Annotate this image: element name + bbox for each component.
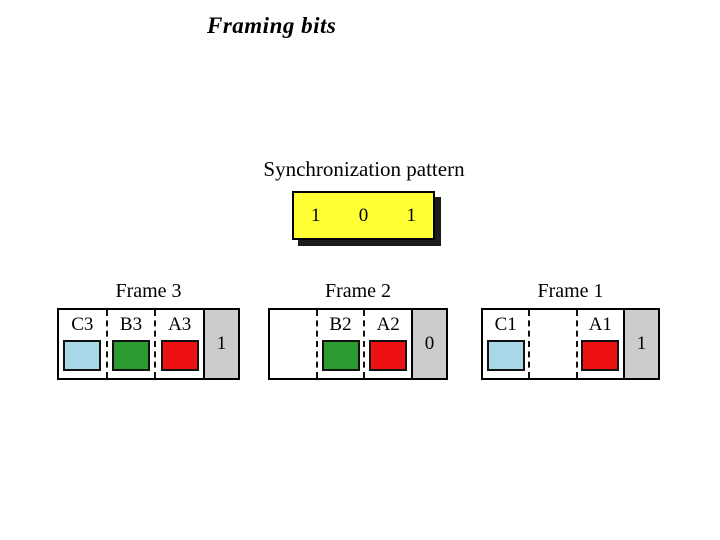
- cell-label: C3: [71, 314, 94, 335]
- frame-3-framing-bit-cell: 1: [203, 310, 239, 378]
- cell-label: A3: [168, 314, 192, 335]
- framing-bit-value: 1: [636, 333, 647, 354]
- sync-bit-2: 0: [358, 204, 369, 226]
- frame-2-title: Frame 2: [324, 280, 392, 302]
- data-block-swatch: [486, 340, 525, 371]
- sync-bit-1: 1: [311, 204, 321, 226]
- frame-3-cell-b: B3: [105, 310, 155, 378]
- frame-2-box: B2 A2 0: [268, 308, 448, 380]
- sync-pattern-label: Synchronization pattern: [263, 157, 465, 181]
- frame-1-box: C1 A1 1: [481, 308, 660, 380]
- cell-label: A1: [588, 314, 612, 335]
- frame-1-title: Frame 1: [537, 280, 604, 302]
- frame-2-cell-b: B2: [315, 310, 364, 378]
- frame-1: Frame 1 C1 A1 1: [481, 279, 660, 380]
- page-title: Framing bits: [207, 13, 337, 38]
- frame-3-box: C3 B3 A3 1: [57, 308, 240, 380]
- data-block-swatch: [321, 340, 360, 371]
- frame-2-cell-empty: [270, 310, 316, 378]
- sync-bit-3: 1: [406, 204, 417, 226]
- frame-2-cell-a: A2: [363, 310, 411, 378]
- framing-bit-value: 0: [424, 333, 435, 354]
- cell-label: A2: [376, 314, 400, 335]
- sync-pattern-box: 1 0 1: [292, 191, 435, 240]
- framing-bit-value: 1: [216, 333, 227, 354]
- frame-2-framing-bit-cell: 0: [411, 310, 447, 378]
- cell-label: B3: [119, 314, 143, 335]
- data-block-swatch: [160, 340, 199, 371]
- data-block-swatch: [369, 340, 408, 371]
- frame-1-cell-c: C1: [483, 310, 528, 378]
- data-block-swatch: [112, 340, 150, 371]
- frame-3-title: Frame 3: [115, 280, 182, 302]
- frame-3: Frame 3 C3 B3 A3 1: [57, 279, 240, 380]
- frame-1-cell-a: A1: [575, 310, 623, 378]
- cell-label: B2: [329, 314, 352, 335]
- cell-label: C1: [494, 314, 517, 335]
- frame-3-cell-c: C3: [59, 310, 106, 378]
- data-block-swatch: [63, 340, 102, 371]
- frame-1-cell-empty: [528, 310, 575, 378]
- frame-2: Frame 2 B2 A2 0: [268, 279, 448, 380]
- frame-1-framing-bit-cell: 1: [622, 310, 658, 378]
- frame-3-cell-a: A3: [154, 310, 203, 378]
- data-block-swatch: [581, 340, 620, 371]
